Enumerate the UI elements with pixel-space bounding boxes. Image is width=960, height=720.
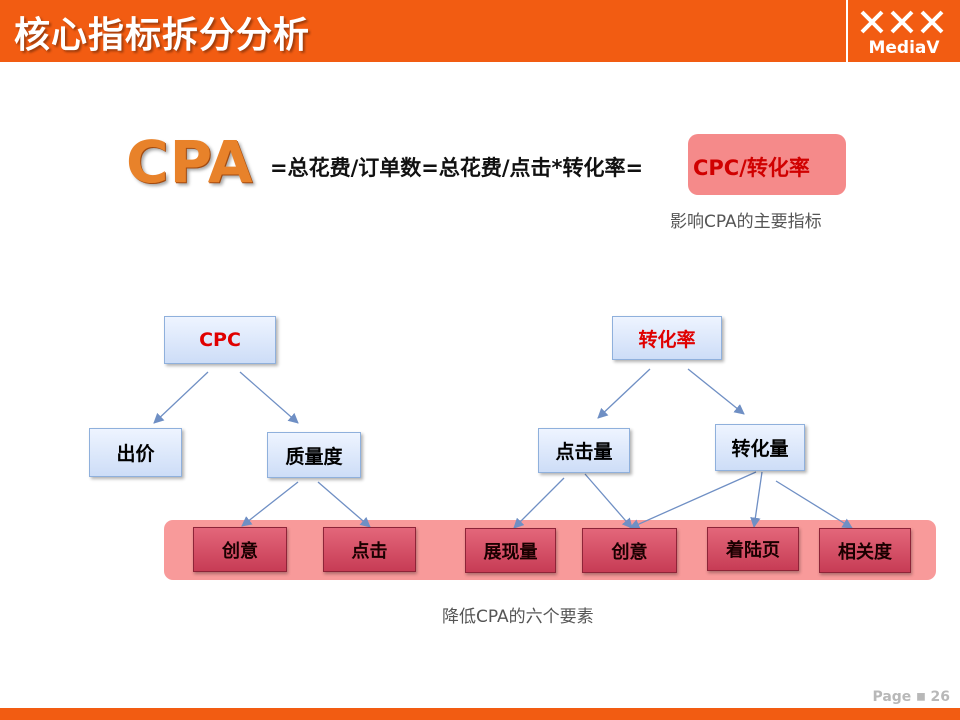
arrow-quality-to-creative xyxy=(241,481,299,527)
arrow-cpc-to-quality xyxy=(239,371,299,424)
arrow-clicks-to-creative2 xyxy=(584,473,633,529)
header-bar: 核心指标拆分分析 MediaV xyxy=(0,0,960,62)
page-number: Page ■ 26 xyxy=(872,689,950,705)
factor-impressions: 展现量 xyxy=(465,528,556,573)
page-value: 26 xyxy=(930,689,950,705)
logo-text: MediaV xyxy=(868,38,940,58)
page-title: 核心指标拆分分析 xyxy=(14,15,311,56)
page-label: Page xyxy=(872,689,912,705)
arrow-cpc-to-bid xyxy=(153,371,209,424)
node-conversion-rate: 转化率 xyxy=(612,316,722,360)
arrow-conversions-to-landing xyxy=(750,471,763,529)
mediav-logo: MediaV xyxy=(846,0,960,62)
formula-highlight-box xyxy=(688,134,846,195)
highlight-caption: 影响CPA的主要指标 xyxy=(670,212,822,232)
arrow-clicks-to-impressions xyxy=(513,477,565,529)
factor-creative-2: 创意 xyxy=(582,528,677,573)
node-conversions: 转化量 xyxy=(715,424,805,471)
arrow-conversions-to-relevance xyxy=(775,480,853,529)
cpa-heading: CPA xyxy=(126,128,254,196)
arrow-quality-to-click xyxy=(317,481,371,528)
footer-bar xyxy=(0,708,960,720)
arrow-cr-to-conversions xyxy=(687,368,745,415)
factor-click: 点击 xyxy=(323,527,416,572)
factor-landing-page: 着陆页 xyxy=(707,527,799,571)
arrow-cr-to-clicks xyxy=(597,368,651,419)
node-cpc: CPC xyxy=(164,316,276,364)
node-bid: 出价 xyxy=(89,428,182,477)
page-separator: ■ xyxy=(916,691,926,703)
node-quality-score: 质量度 xyxy=(267,432,361,478)
formula-expression: =总花费/订单数=总花费/点击*转化率= xyxy=(270,156,644,180)
formula-highlight-text: CPC/转化率 xyxy=(693,156,810,180)
factor-creative: 创意 xyxy=(193,527,287,572)
arrow-conversions-to-creative2 xyxy=(629,471,757,529)
factors-caption: 降低CPA的六个要素 xyxy=(442,607,594,627)
logo-icon xyxy=(860,10,944,34)
factor-relevance: 相关度 xyxy=(819,528,911,573)
node-clicks: 点击量 xyxy=(538,428,630,473)
